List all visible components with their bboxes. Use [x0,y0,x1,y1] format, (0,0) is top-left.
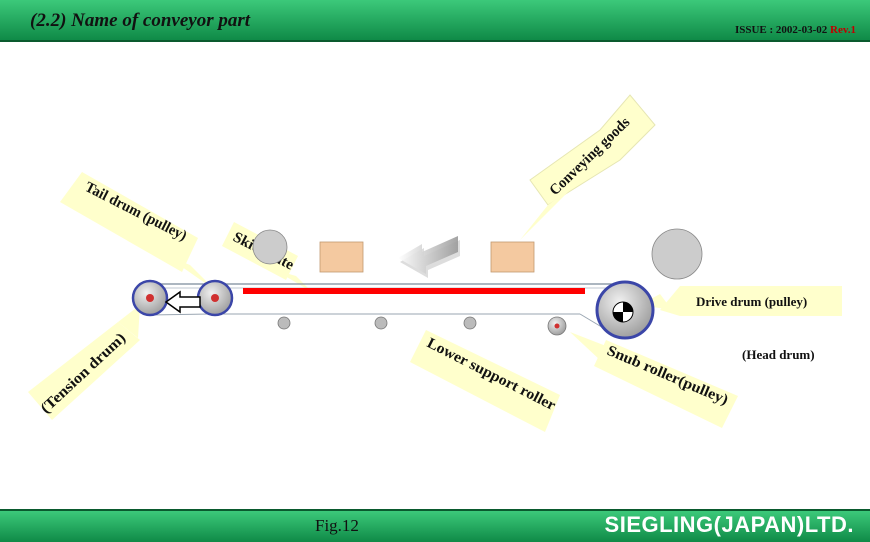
header-bar [0,0,870,42]
callout-drive-drum: Drive drum (pulley) [640,286,842,316]
goods-box-2 [490,241,535,273]
figure-number: Fig.12 [315,516,359,535]
footer-bar [0,509,870,542]
belt-return-left [149,313,211,316]
belt-direction-arrow [398,236,460,278]
goods-box-1 [319,241,364,273]
drive-drum [595,280,655,340]
callout-lower-support-roller: Lower support roller [400,322,560,432]
tail-guide-roller [252,229,288,265]
issue-date: ISSUE : 2002-03-02 [734,24,828,36]
callout-conveying-goods: Conveying goods [520,94,656,240]
head-upper-roller [651,228,703,280]
lower-support-roller-2 [374,316,388,330]
label-tension-drum: (Tension drum) [38,330,129,417]
revision-label: Rev.1 [830,24,856,36]
company-name: SIEGLING(JAPAN)LTD. [604,512,854,537]
lower-support-roller-1 [277,316,291,330]
lower-support-roller-3 [463,316,477,330]
issue-info: ISSUE : 2002-03-02 Rev.1 [735,24,856,36]
callout-tail-drum: Tail drum (pulley) [60,172,215,290]
label-drive-drum: Drive drum (pulley) [696,294,807,309]
callout-snub-roller: Snub roller(pulley) [570,332,738,428]
label-head-drum: (Head drum) [742,347,815,362]
tension-drum [131,279,169,317]
callout-tension-drum: (Tension drum) [28,305,140,420]
page-title: (2.2) Name of conveyor part [30,10,251,31]
skid-plate [243,288,585,294]
snub-roller [547,316,567,336]
tail-drum [196,279,234,317]
tension-direction-arrow [164,290,201,314]
